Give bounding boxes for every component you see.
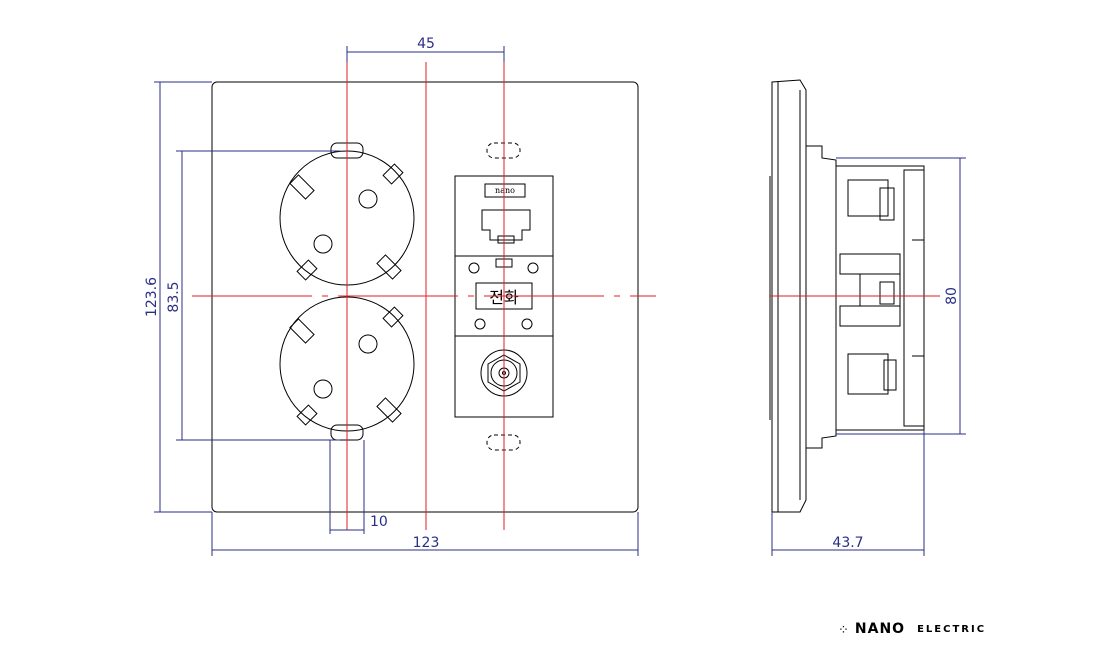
dim-123: 123 [413, 535, 440, 551]
dim-83-5: 83.5 [166, 281, 182, 312]
dim-10: 10 [370, 514, 388, 530]
dimensions-side [771, 157, 966, 556]
wall-plate [211, 81, 639, 513]
dim-80: 80 [944, 287, 960, 305]
dim-123-6: 123.6 [144, 277, 160, 317]
logo-name: NANO [854, 621, 906, 637]
dim-45: 45 [417, 36, 435, 52]
jack-brand-label: nano [495, 186, 515, 195]
brand-logo: ⁘ NANO ELECTRIC [838, 620, 986, 638]
centerlines-front [192, 62, 656, 530]
lan-jack [481, 183, 531, 244]
logo-sub: ELECTRIC [917, 623, 987, 635]
side-view [769, 79, 925, 513]
dimensions-front [154, 46, 639, 556]
dim-43-7: 43.7 [832, 535, 863, 551]
diamond-dots-icon: ⁘ [838, 621, 849, 637]
front-view [211, 81, 639, 513]
